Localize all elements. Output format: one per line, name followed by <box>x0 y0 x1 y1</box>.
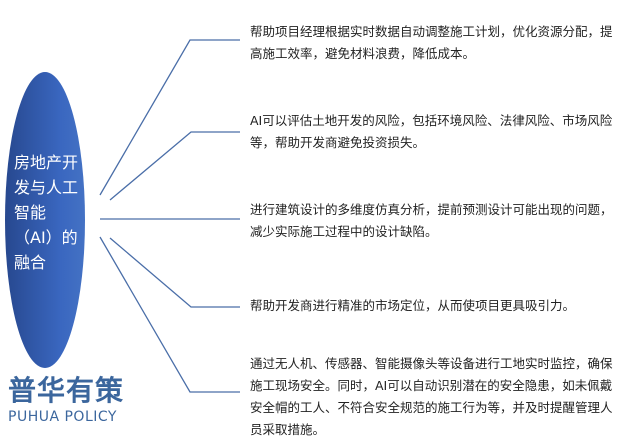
watermark-logo: 普华有策 PUHUA POLICY <box>8 374 158 426</box>
connector-5 <box>99 236 240 393</box>
item-2: AI可以评估土地开发的风险，包括环境风险、法律风险、市场风险等，帮助开发商避免投… <box>250 113 613 150</box>
watermark-en: PUHUA POLICY <box>8 409 117 425</box>
item-4: 帮助开发商进行精准的市场定位，从而使项目更具吸引力。 <box>250 298 576 313</box>
center-ellipse <box>5 72 85 368</box>
connector-4 <box>109 237 240 308</box>
watermark-cn: 普华有策 <box>8 374 125 407</box>
item-3: 进行建筑设计的多维度仿真分析，提前预测设计可能出现的问题，减少实际施工过程中的设… <box>250 202 613 239</box>
center-title: 房地产开发与人工智能（AI）的融合 <box>14 153 79 272</box>
item-1: 帮助项目经理根据实时数据自动调整施工计划，优化资源分配，提高施工效率，避免材料浪… <box>250 24 613 61</box>
item-5: 通过无人机、传感器、智能摄像头等设备进行工地实时监控，确保施工现场安全。同时，A… <box>250 356 613 437</box>
connector-2 <box>109 131 240 201</box>
connector-1 <box>99 39 240 196</box>
